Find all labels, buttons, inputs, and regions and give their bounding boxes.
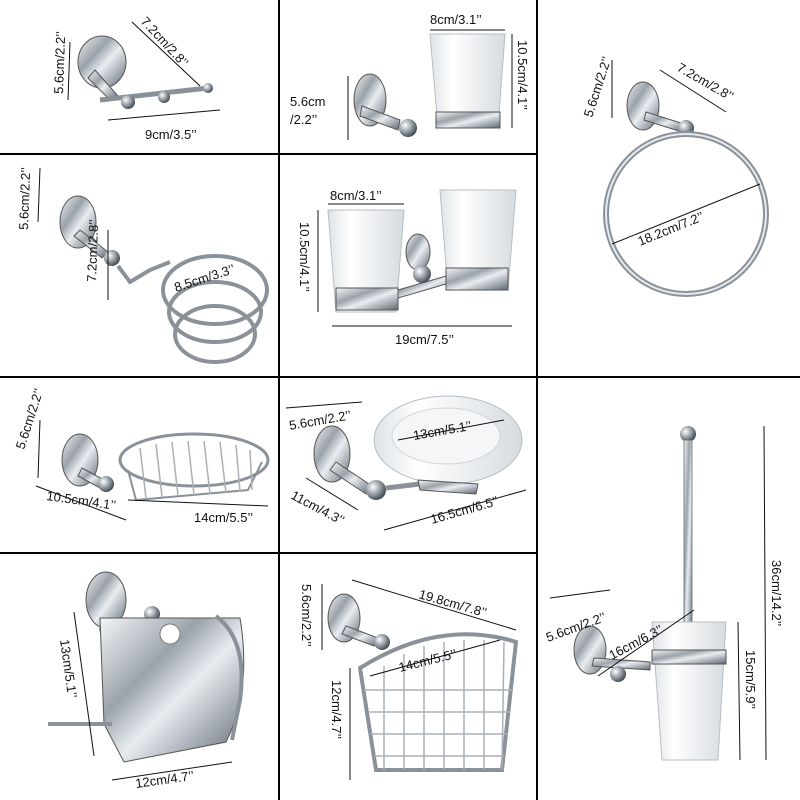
dim-label: 14cm/5.5’’ — [397, 646, 458, 675]
dim-label: 7.2cm/2.8’’ — [138, 14, 192, 70]
dim-label: 5.6cm/2.2’’ — [581, 55, 615, 119]
divider — [536, 0, 538, 800]
dim-label: 11cm/4.3’’ — [289, 487, 347, 528]
double-tumbler-holder — [317, 189, 517, 327]
dim-label: 15cm/5.9’’ — [743, 650, 758, 709]
dim-label: 12cm/4.7’’ — [134, 768, 195, 791]
dim-label: 19.8cm/7.8’’ — [417, 586, 488, 620]
dim-label: 13cm/5.1’’ — [57, 638, 80, 699]
hair-dryer-holder — [37, 167, 269, 364]
dim-label: 5.6cm/2.2’’ — [299, 584, 314, 647]
dim-label: 5.6cm/2.2’’ — [16, 167, 33, 230]
corner-basket — [321, 579, 519, 780]
dim-label: 12cm/4.7’’ — [329, 680, 344, 739]
dim-label: 5.6cm/2.2’’ — [288, 407, 352, 433]
dim-label: 9cm/3.5’’ — [145, 127, 197, 142]
dim-label: 7.2cm/2.8’’ — [675, 60, 737, 104]
divider — [278, 0, 280, 800]
dim-label: 5.6cm/2.2’’ — [51, 31, 68, 94]
divider — [0, 153, 536, 155]
towel-ring — [603, 60, 769, 297]
dim-label: 8.5cm/3.3’’ — [172, 261, 236, 295]
dim-label: 36cm/14.2’’ — [769, 560, 784, 626]
divider — [0, 376, 536, 378]
dim-label: 5.6cm — [290, 94, 325, 109]
soap-basket — [35, 419, 270, 521]
soap-dish — [285, 395, 527, 531]
robe-hook — [67, 21, 221, 121]
dim-label: 19cm/7.5’’ — [395, 332, 454, 347]
dim-label: 8cm/3.1’’ — [330, 188, 382, 203]
dim-label: 16.5cm/6.5’’ — [429, 493, 500, 527]
dim-label: 14cm/5.5’’ — [194, 510, 253, 525]
dim-label: 5.6cm/2.2’’ — [13, 387, 47, 451]
single-tumbler-holder — [347, 29, 513, 140]
dim-label: 18.2cm/7.2’’ — [636, 209, 706, 249]
dim-label: 7.2cm/2.8’’ — [84, 219, 101, 282]
dim-label: 10.5cm/4.1’’ — [515, 40, 530, 110]
divider — [0, 552, 536, 554]
divider — [536, 376, 800, 378]
dim-label: /2.2’’ — [290, 112, 317, 127]
dim-label: 10.5cm/4.1’’ — [297, 222, 312, 292]
toilet-brush-holder — [549, 425, 767, 761]
dim-label: 8cm/3.1’’ — [430, 12, 482, 27]
toilet-paper-holder — [48, 571, 245, 781]
